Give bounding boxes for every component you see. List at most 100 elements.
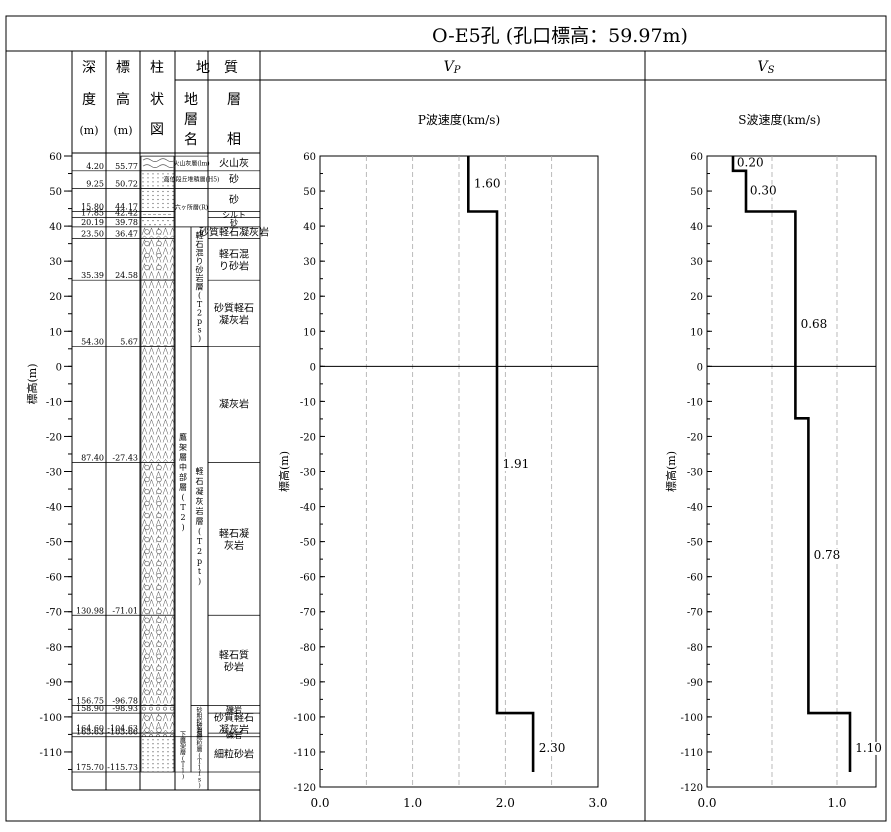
pattern-sand-dot bbox=[157, 207, 158, 208]
pattern-sand-dot bbox=[172, 747, 173, 748]
formation-label-char: 架 bbox=[179, 443, 187, 452]
pattern-sand-dot bbox=[162, 191, 163, 192]
pattern-pumice bbox=[145, 465, 150, 470]
layer-elevation: -105.66 bbox=[107, 728, 138, 737]
log-y-tick-label: 40 bbox=[49, 222, 62, 233]
pattern-pumice bbox=[145, 513, 150, 518]
pattern-sand-dot bbox=[152, 203, 153, 204]
y-tick-label: 20 bbox=[303, 292, 316, 303]
formation-label-char: p bbox=[197, 557, 202, 566]
log-body: 6050403020100-10-20-30-40-50-60-70-80-90… bbox=[40, 152, 269, 789]
vp-subscript: P bbox=[453, 65, 461, 76]
pattern-pumice bbox=[157, 597, 162, 602]
x-tick-label: 0.0 bbox=[697, 796, 716, 810]
layer-depth: 9.25 bbox=[86, 180, 104, 189]
layer-facies: 砂 bbox=[230, 217, 238, 227]
pattern-sand-dot bbox=[162, 767, 163, 768]
pattern-sand-dot bbox=[142, 751, 143, 752]
y-tick-label: -20 bbox=[687, 432, 703, 443]
pattern-sand-dot bbox=[162, 743, 163, 744]
formation-label-char: 部 bbox=[179, 472, 187, 482]
formation-label-char: 砂 bbox=[196, 265, 204, 275]
pattern-sand-dot bbox=[157, 177, 158, 178]
velocity-label: 1.10 bbox=[855, 741, 882, 755]
x-tick-label: 1.0 bbox=[827, 796, 846, 810]
depth-head-unit: (m) bbox=[79, 124, 98, 137]
formation-label-char: ) bbox=[198, 334, 201, 343]
y-tick-label: -70 bbox=[300, 608, 316, 619]
layer-facies: 砂 bbox=[229, 193, 239, 206]
formation-label-char: 灰 bbox=[196, 496, 204, 506]
pattern-pumice bbox=[145, 609, 150, 614]
vp-chart: P波速度(km/s)6050403020100-10-20-30-40-50-6… bbox=[277, 112, 608, 810]
pattern-pumice bbox=[157, 549, 162, 554]
layer-elevation: 36.47 bbox=[115, 229, 138, 238]
pattern-sand-dot bbox=[157, 191, 158, 192]
pattern-sand-dot bbox=[142, 763, 143, 764]
pattern-sand-dot bbox=[162, 195, 163, 196]
formation-label-char: 岩 bbox=[196, 273, 204, 283]
pattern-sand-dot bbox=[152, 743, 153, 744]
pattern-sand-dot bbox=[172, 755, 173, 756]
pattern-pumice bbox=[145, 489, 150, 494]
pattern-sand-dot bbox=[147, 177, 148, 178]
pattern-pumice bbox=[145, 265, 150, 270]
pattern-sand-dot bbox=[147, 173, 148, 174]
layer-depth: 4.20 bbox=[86, 162, 104, 171]
pattern-sand-dot bbox=[147, 751, 148, 752]
pattern-sand-dot bbox=[142, 759, 143, 760]
pattern-sand-dot bbox=[172, 771, 173, 772]
log-y-tick-label: 60 bbox=[49, 152, 62, 163]
pattern-sand-dot bbox=[152, 220, 153, 221]
pattern-pumice bbox=[145, 666, 150, 671]
layer-elevation: 24.58 bbox=[115, 271, 138, 280]
log-y-tick-label: 50 bbox=[49, 187, 62, 198]
formation-label-char: ( bbox=[181, 493, 184, 502]
layer-depth: 158.90 bbox=[76, 704, 104, 713]
pattern-sand-dot bbox=[172, 207, 173, 208]
pattern-pumice bbox=[145, 525, 150, 530]
elev-head-unit: (m) bbox=[113, 124, 132, 137]
y-tick-label: 60 bbox=[690, 152, 703, 163]
log-y-tick-label: 30 bbox=[49, 257, 62, 268]
y-tick-label: 50 bbox=[303, 187, 316, 198]
formation-label-char: T bbox=[180, 503, 186, 512]
layer-depth: 17.85 bbox=[81, 209, 104, 218]
layer-facies: 砂質軽石 bbox=[214, 301, 254, 314]
pattern-sand-dot bbox=[147, 199, 148, 200]
y-tick-label: -90 bbox=[300, 678, 316, 689]
figure-title: O-E5孔 (孔口標高：59.97m) bbox=[432, 25, 688, 47]
y-tick-label: -100 bbox=[681, 713, 703, 724]
pattern-sand-dot bbox=[152, 177, 153, 178]
pattern-pumice bbox=[157, 678, 162, 683]
pattern-sand-dot bbox=[149, 224, 150, 225]
layer-depth: 130.98 bbox=[76, 606, 104, 615]
layer-elevation: 42.42 bbox=[115, 209, 138, 218]
formation-label-char: 鷹 bbox=[179, 432, 187, 442]
layer-elevation: 50.72 bbox=[115, 180, 138, 189]
column-layer-cell bbox=[141, 156, 174, 171]
pattern-pumice bbox=[145, 654, 150, 659]
y-tick-label: -80 bbox=[687, 643, 703, 654]
formation-label-char: 岩 bbox=[196, 506, 204, 516]
log-y-tick-label: 10 bbox=[49, 327, 62, 338]
pattern-pumice bbox=[157, 690, 162, 695]
pattern-sand-dot bbox=[172, 195, 173, 196]
pattern-sand-dot bbox=[167, 739, 168, 740]
pattern-sand-dot bbox=[142, 173, 143, 174]
pattern-pumice bbox=[145, 716, 150, 721]
pattern-sand-dot bbox=[157, 739, 158, 740]
pattern-sand-dot bbox=[167, 747, 168, 748]
facies-head-1: 層 bbox=[227, 92, 241, 108]
pattern-sand-dot bbox=[167, 203, 168, 204]
layer-facies-cont: 凝灰岩 bbox=[219, 313, 249, 326]
formation-label-char: ( bbox=[198, 527, 201, 536]
layer-facies: 軽石凝 bbox=[219, 528, 249, 540]
formation-unit: 六ヶ所層(R) bbox=[175, 189, 208, 227]
vp-panel-title: VP bbox=[444, 59, 461, 76]
layer-facies: 軽石質 bbox=[219, 648, 249, 661]
y-tick-label: -70 bbox=[687, 608, 703, 619]
